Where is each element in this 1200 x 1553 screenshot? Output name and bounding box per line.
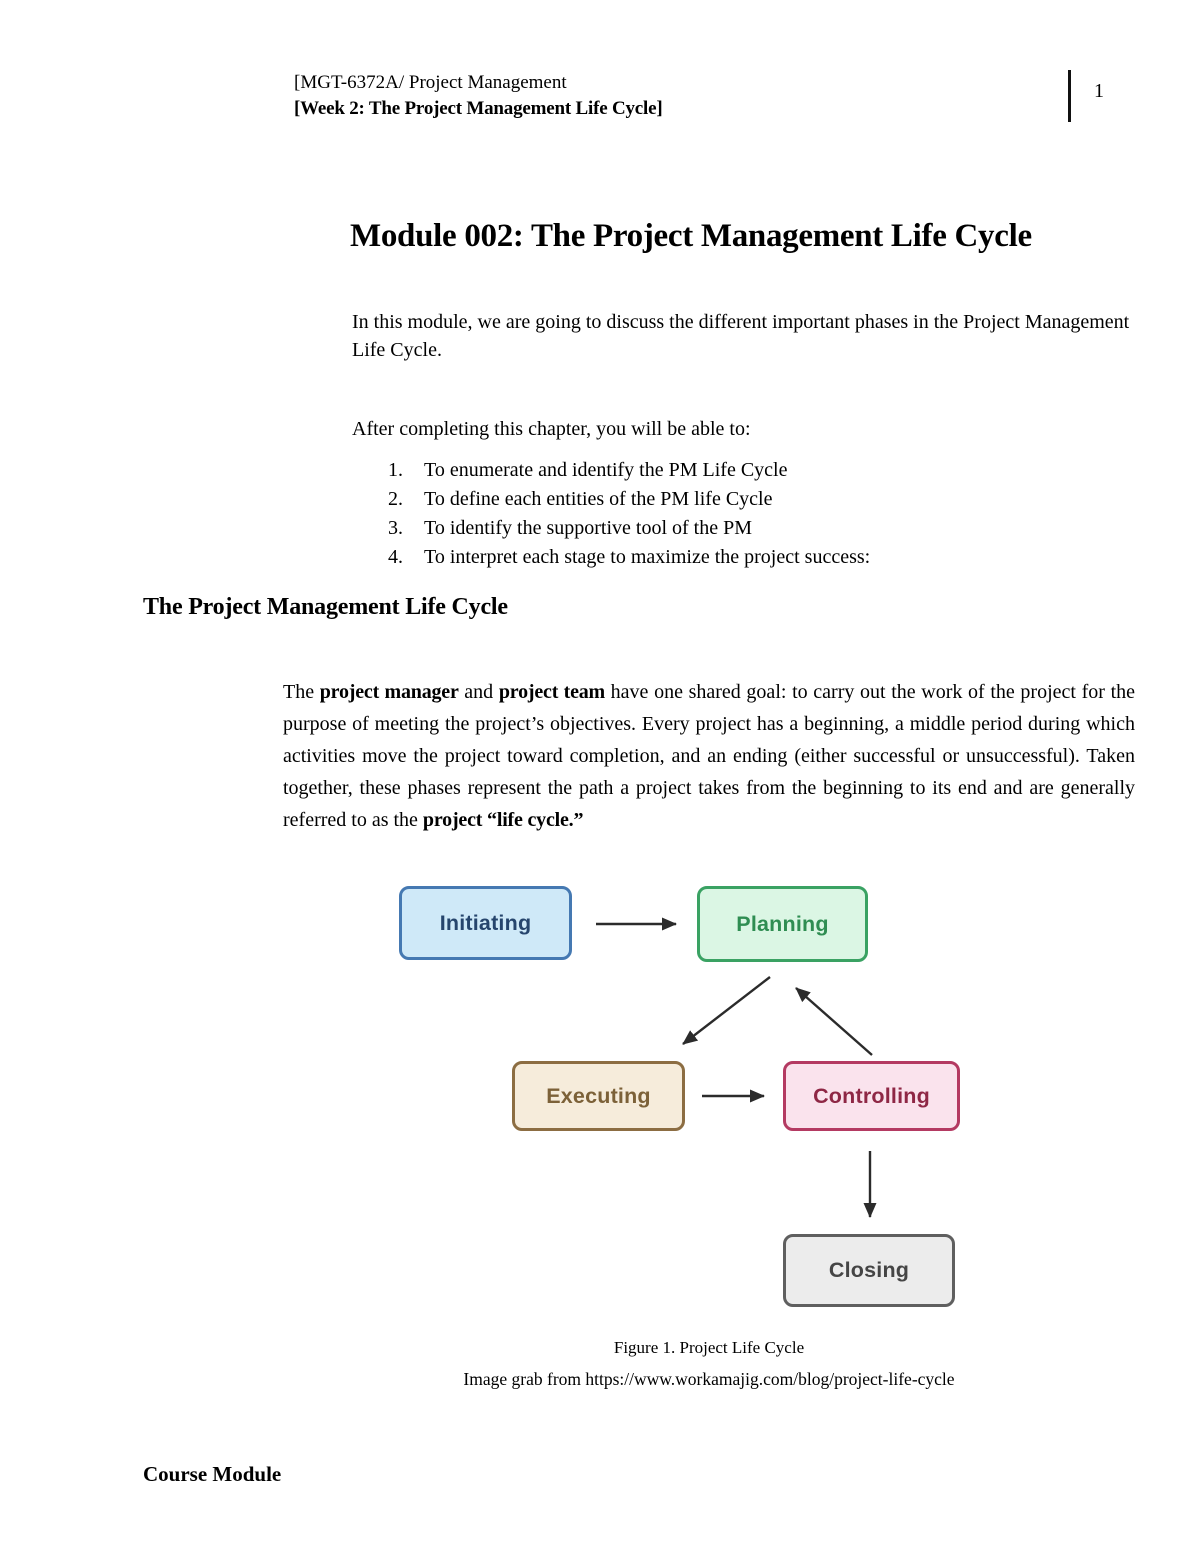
- node-label: Initiating: [439, 910, 532, 935]
- paragraph-run-bold: project manager: [319, 681, 459, 703]
- paragraph-run-bold: project team: [498, 681, 606, 703]
- footer-label: Course Module: [143, 1462, 282, 1486]
- diagram-node-closing: Closing: [783, 1234, 955, 1307]
- diagram-node-planning: Planning: [697, 886, 868, 962]
- header-course-code: [MGT-6372A/ Project Management: [294, 72, 567, 93]
- node-label: Controlling: [813, 1083, 930, 1108]
- figure-source: Image grab from https://www.workamajig.c…: [463, 1369, 955, 1389]
- objectives-lead: After completing this chapter, you will …: [352, 418, 751, 440]
- lifecycle-paragraph: The project manager and project team hav…: [283, 676, 1135, 836]
- objectives-list: 1. To enumerate and identify the PM Life…: [388, 456, 1148, 572]
- objective-text: To define each entities of the PM life C…: [424, 488, 773, 510]
- header-week-title: [Week 2: The Project Management Life Cyc…: [294, 98, 663, 119]
- section-heading: The Project Management Life Cycle: [143, 594, 508, 620]
- paragraph-run: have one shared goal: to carry out the w…: [283, 681, 1136, 831]
- intro-paragraph: In this module, we are going to discuss …: [352, 311, 1130, 361]
- diagram-arrows: [596, 917, 877, 1218]
- arrow-planning-to-executing: [682, 976, 771, 1045]
- paragraph-run: The: [283, 681, 320, 703]
- figure-caption: Figure 1. Project Life Cycle: [613, 1338, 805, 1357]
- objective-number: 1.: [388, 459, 403, 481]
- arrow-controlling-to-planning: [795, 987, 873, 1056]
- paragraph-run: and: [458, 681, 499, 703]
- objective-text: To identify the supportive tool of the P…: [424, 517, 753, 539]
- page-number: 1: [1094, 80, 1104, 102]
- objective-item: 3. To identify the supportive tool of th…: [388, 514, 1148, 543]
- header-divider: [1068, 70, 1071, 122]
- paragraph-run-bold: project “life cycle.”: [422, 809, 584, 831]
- objective-item: 1. To enumerate and identify the PM Life…: [388, 456, 1148, 485]
- page-header: [MGT-6372A/ Project Management [Week 2: …: [294, 70, 663, 122]
- diagram-node-initiating: Initiating: [399, 886, 572, 960]
- objective-item: 4. To interpret each stage to maximize t…: [388, 543, 1148, 572]
- lifecycle-diagram: Initiating Planning Executing Controllin…: [390, 880, 970, 1312]
- node-label: Planning: [736, 911, 829, 936]
- objective-text: To interpret each stage to maximize the …: [424, 546, 871, 568]
- node-label: Executing: [546, 1083, 651, 1108]
- objective-item: 2. To define each entities of the PM lif…: [388, 485, 1148, 514]
- objective-number: 4.: [388, 546, 403, 568]
- node-label: Closing: [828, 1258, 910, 1282]
- objective-number: 2.: [388, 488, 403, 510]
- diagram-node-executing: Executing: [512, 1061, 685, 1131]
- diagram-node-controlling: Controlling: [783, 1061, 960, 1131]
- objective-text: To enumerate and identify the PM Life Cy…: [424, 459, 788, 481]
- objective-number: 3.: [388, 517, 403, 539]
- module-title: Module 002: The Project Management Life …: [350, 218, 1032, 254]
